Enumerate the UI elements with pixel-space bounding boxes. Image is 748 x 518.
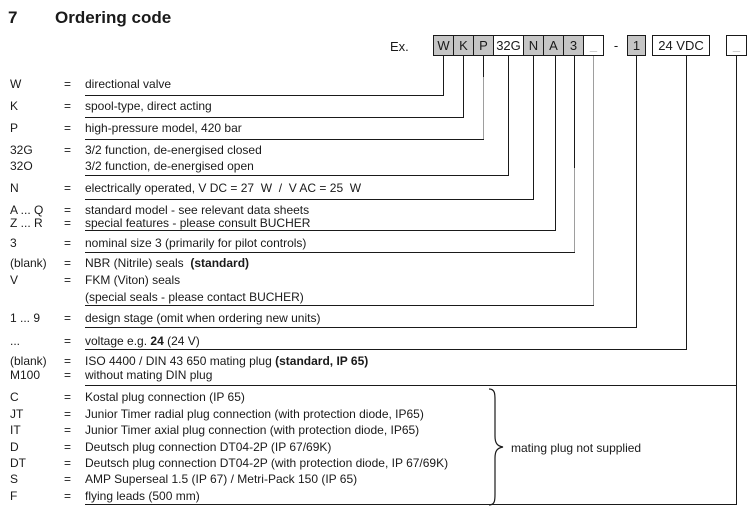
code-separator: - <box>613 38 619 53</box>
row-code: S <box>10 472 19 486</box>
row-code: DT <box>10 456 26 470</box>
section-number: 7 <box>8 8 18 27</box>
row-desc: nominal size 3 (primarily for pilot cont… <box>85 236 307 250</box>
row-code: 1 ... 9 <box>10 311 41 325</box>
brace-right <box>488 388 504 506</box>
connector-line-design-stage <box>636 56 637 327</box>
example-label: Ex. <box>390 39 409 54</box>
row-code: 32O <box>10 159 33 173</box>
row-code: JT <box>10 407 24 421</box>
code-box-plug-blank: _ <box>726 35 747 56</box>
row-desc: 3/2 function, de-energised closed <box>85 143 262 157</box>
row-code: D <box>10 440 19 454</box>
underline-seal <box>85 305 594 306</box>
page-title: Ordering code <box>55 8 172 27</box>
row-desc: NBR (Nitrile) seals (standard) <box>85 256 250 270</box>
connector-line-seal <box>593 56 594 305</box>
underline-32g <box>85 175 509 176</box>
row-code: (blank) <box>10 354 47 368</box>
underline-p <box>85 139 484 140</box>
code-box-3: 3 <box>563 35 584 56</box>
row-code: (blank) <box>10 256 47 270</box>
connector-line-voltage <box>686 56 687 349</box>
row-code: Z ... R <box>10 216 43 230</box>
row-code: C <box>10 390 19 404</box>
underline-voltage <box>85 349 687 350</box>
row-desc: spool-type, direct acting <box>85 99 212 113</box>
row-desc: flying leads (500 mm) <box>85 489 200 503</box>
connector-line-a <box>555 56 556 230</box>
row-desc: design stage (omit when ordering new uni… <box>85 311 321 325</box>
row-desc: electrically operated, V DC = 27 W / V A… <box>85 181 362 195</box>
row-desc: Deutsch plug connection DT04-2P (IP 67/6… <box>85 440 332 454</box>
row-code: A ... Q <box>10 203 44 217</box>
code-box-design-stage: 1 <box>627 35 646 56</box>
row-desc: Junior Timer radial plug connection (wit… <box>85 407 424 421</box>
row-desc: special features - please consult BUCHER <box>85 216 311 230</box>
row-code: P <box>10 121 19 135</box>
connector-line-p-gray <box>483 77 484 139</box>
row-code: M100 <box>10 368 41 382</box>
row-desc: standard model - see relevant data sheet… <box>85 203 310 217</box>
code-box-n: N <box>523 35 544 56</box>
row-desc: Kostal plug connection (IP 65) <box>85 390 245 404</box>
row-code: IT <box>10 423 21 437</box>
underline-k <box>85 117 464 118</box>
row-desc: Deutsch plug connection DT04-2P (with pr… <box>85 456 449 470</box>
row-code: 3 <box>10 236 17 250</box>
connector-line-k <box>463 56 464 117</box>
row-code: ... <box>10 334 21 348</box>
code-box-seal-blank: _ <box>583 35 604 56</box>
row-code: F <box>10 489 18 503</box>
underline-3 <box>85 252 575 253</box>
code-box-voltage: 24 VDC <box>652 35 710 56</box>
underline-design-stage <box>85 327 637 328</box>
row-desc: 3/2 function, de-energised open <box>85 159 254 173</box>
code-box-32g: 32G <box>493 35 524 56</box>
connector-line-n <box>533 56 534 199</box>
row-desc: directional valve <box>85 77 172 91</box>
row-desc: Junior Timer axial plug connection (with… <box>85 423 420 437</box>
row-code: N <box>10 181 19 195</box>
code-box-w: W <box>433 35 454 56</box>
row-desc: high-pressure model, 420 bar <box>85 121 242 135</box>
connector-line-3 <box>574 56 575 168</box>
row-desc: ISO 4400 / DIN 43 650 mating plug (stand… <box>85 354 369 368</box>
connector-line-p <box>483 56 484 77</box>
row-code: W <box>10 77 22 91</box>
connector-line-3-gray <box>574 168 575 252</box>
row-desc: (special seals - please contact BUCHER) <box>85 290 304 304</box>
row-code: 32G <box>10 143 33 157</box>
brace-note: mating plug not supplied <box>511 441 642 455</box>
underline-w <box>85 95 444 96</box>
underline-m100 <box>85 385 737 386</box>
underline-bottom <box>85 504 737 505</box>
code-box-p: P <box>473 35 494 56</box>
row-desc: FKM (Viton) seals <box>85 273 181 287</box>
connector-line-w <box>443 56 444 95</box>
row-code: K <box>10 99 19 113</box>
connector-line-plug <box>736 56 737 504</box>
underline-n <box>85 199 534 200</box>
connector-line-32g <box>508 56 509 175</box>
code-box-a: A <box>543 35 564 56</box>
row-code: V <box>10 273 19 287</box>
row-desc: without mating DIN plug <box>85 368 213 382</box>
underline-a <box>85 230 556 231</box>
row-desc: AMP Superseal 1.5 (IP 67) / Metri-Pack 1… <box>85 472 358 486</box>
code-box-k: K <box>453 35 474 56</box>
row-desc: voltage e.g. 24 (24 V) <box>85 334 200 348</box>
